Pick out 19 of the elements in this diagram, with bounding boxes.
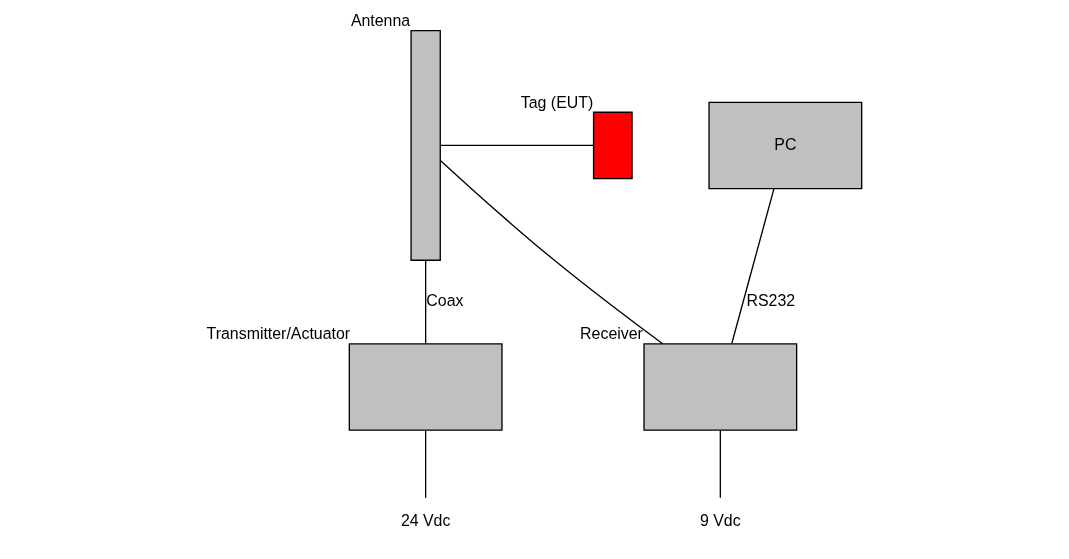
connector [439, 159, 664, 345]
node-label: Transmitter/Actuator [206, 325, 351, 343]
connector [425, 259, 427, 345]
node-label: Tag (EUT) [520, 93, 594, 111]
node-box [643, 343, 798, 431]
connector [439, 144, 594, 147]
node-label: Antenna [350, 12, 411, 30]
connector [425, 429, 427, 499]
node-box [348, 343, 503, 431]
edge-label: RS232 [746, 292, 796, 310]
node-text: 9 Vdc [699, 511, 741, 529]
node-text: 24 Vdc [400, 511, 451, 529]
edge-label: Coax [426, 292, 464, 310]
connector [731, 188, 775, 345]
node-box [592, 111, 633, 180]
node-label: Receiver [580, 325, 643, 343]
node-box [410, 29, 441, 261]
node-box: PC [708, 101, 863, 190]
connector [719, 429, 721, 499]
